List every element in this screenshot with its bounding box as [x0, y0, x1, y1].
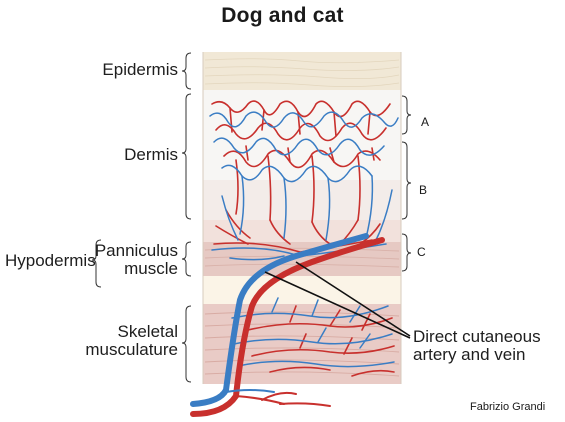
right-brackets [402, 96, 411, 271]
dermis-label: Dermis [60, 146, 178, 164]
diagram-title: Dog and cat [0, 4, 565, 28]
panniculus-bracket [182, 242, 191, 276]
plexus-b-bracket [402, 142, 411, 219]
epidermis-label: Epidermis [60, 61, 178, 79]
panniculus-label-line2: muscle [80, 260, 178, 278]
direct-cutaneous-label: Direct cutaneous artery and vein [413, 328, 541, 364]
plexus-c-bracket [402, 234, 411, 271]
dermis-bracket [182, 94, 191, 219]
skeletal-label: Skeletal musculature [50, 323, 178, 359]
plexus-a-label: A [421, 116, 429, 129]
skeletal-label-line1: Skeletal [50, 323, 178, 341]
panniculus-label-line1: Panniculus [80, 242, 178, 260]
subcutaneous-fat-layer [203, 276, 401, 304]
skeletal-label-line2: musculature [50, 341, 178, 359]
direct-cutaneous-label-line1: Direct cutaneous [413, 328, 541, 346]
dermis-base-layer [203, 220, 401, 242]
plexus-c-label: C [417, 246, 426, 259]
direct-cutaneous-label-line2: artery and vein [413, 346, 541, 364]
author-credit: Fabrizio Grandi [470, 402, 545, 414]
epidermis-bracket [182, 53, 191, 89]
plexus-b-label: B [419, 184, 427, 197]
panniculus-label: Panniculus muscle [80, 242, 178, 278]
skeletal-bracket [182, 306, 191, 382]
plexus-a-bracket [402, 96, 411, 134]
